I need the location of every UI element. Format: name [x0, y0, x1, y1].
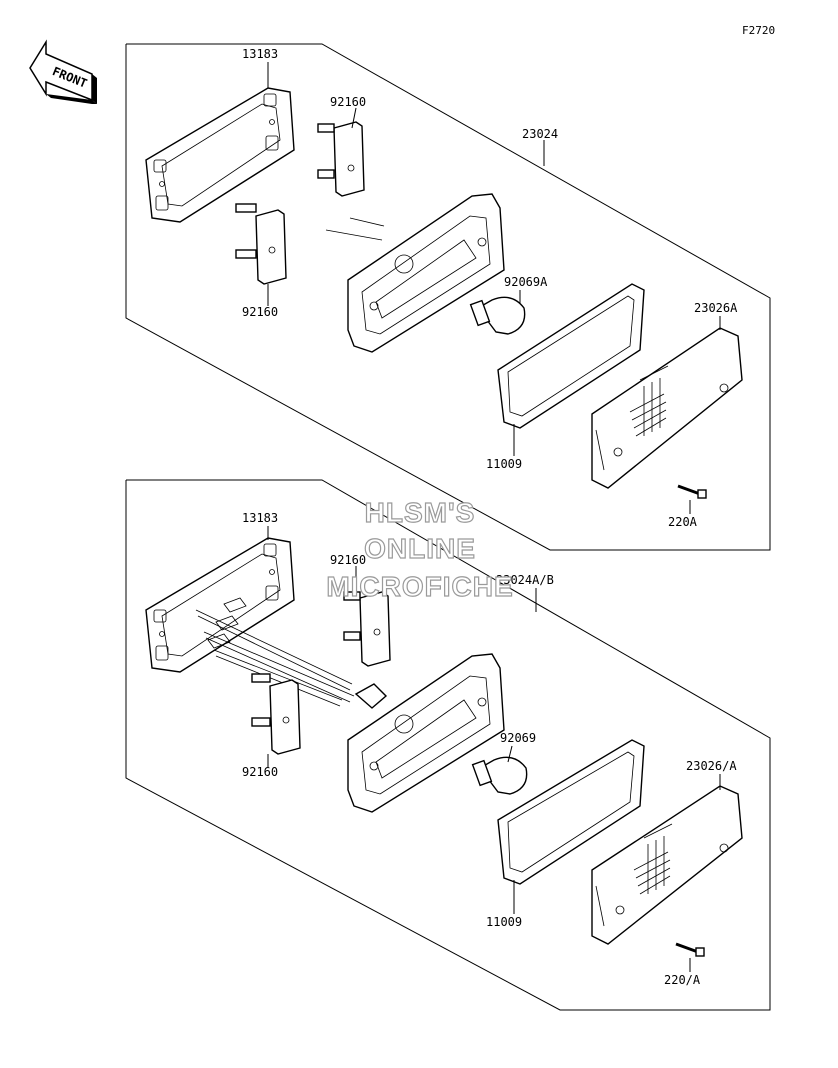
- top-socket-upper: [317, 121, 365, 197]
- bottom-assembly-boundary: [125, 479, 771, 1011]
- bottom-screw: [675, 942, 705, 957]
- watermark: HLSM'S ONLINE MICROFICHE: [326, 496, 514, 602]
- bottom-wiring: [195, 597, 355, 707]
- watermark-line-2: ONLINE: [364, 533, 476, 564]
- watermark-line-3: MICROFICHE: [326, 571, 513, 602]
- top-screw: [677, 484, 707, 499]
- top-label-bracket: 13183: [242, 47, 278, 61]
- bottom-label-bulb: 92069: [500, 731, 536, 745]
- top-label-socket-upper: 92160: [330, 95, 366, 109]
- bottom-label-bracket: 13183: [242, 511, 278, 525]
- bottom-lamp-housing: [347, 653, 505, 813]
- top-bulb: [469, 296, 526, 335]
- figure-code: F2720: [742, 24, 775, 37]
- top-label-lens: 23026A: [694, 301, 738, 315]
- top-lamp-housing: [325, 193, 505, 353]
- top-socket-lower: [235, 203, 287, 285]
- top-bracket: [145, 87, 295, 223]
- bottom-leader-lines: [267, 526, 721, 972]
- bottom-label-gasket: 11009: [486, 915, 522, 929]
- watermark-line-1: HLSM'S: [365, 497, 476, 528]
- top-label-lamp: 23024: [522, 127, 558, 141]
- bottom-label-lamp: 23024A/B: [496, 573, 554, 587]
- bottom-assembly: 13183 92160 92160 23024A/B 92069 11009 2…: [125, 479, 771, 1011]
- top-gasket: [497, 283, 645, 429]
- bottom-socket-lower: [251, 673, 301, 755]
- bottom-label-screw: 220/A: [664, 973, 701, 987]
- top-label-socket-lower: 92160: [242, 305, 278, 319]
- top-label-bulb: 92069A: [504, 275, 548, 289]
- top-assembly: 13183 92160 92160 23024 92069A 11009 230…: [125, 43, 771, 551]
- bottom-label-lens: 23026/A: [686, 759, 737, 773]
- top-label-gasket: 11009: [486, 457, 522, 471]
- bottom-label-socket-upper: 92160: [330, 553, 366, 567]
- front-arrow-icon: FRONT: [29, 39, 97, 104]
- top-assembly-boundary: [125, 43, 771, 551]
- top-label-screw: 220A: [668, 515, 698, 529]
- bottom-bulb: [471, 756, 528, 795]
- bottom-label-socket-lower: 92160: [242, 765, 278, 779]
- top-leader-lines: [267, 62, 721, 514]
- bottom-gasket: [497, 739, 645, 885]
- bottom-socket-upper: [343, 591, 391, 667]
